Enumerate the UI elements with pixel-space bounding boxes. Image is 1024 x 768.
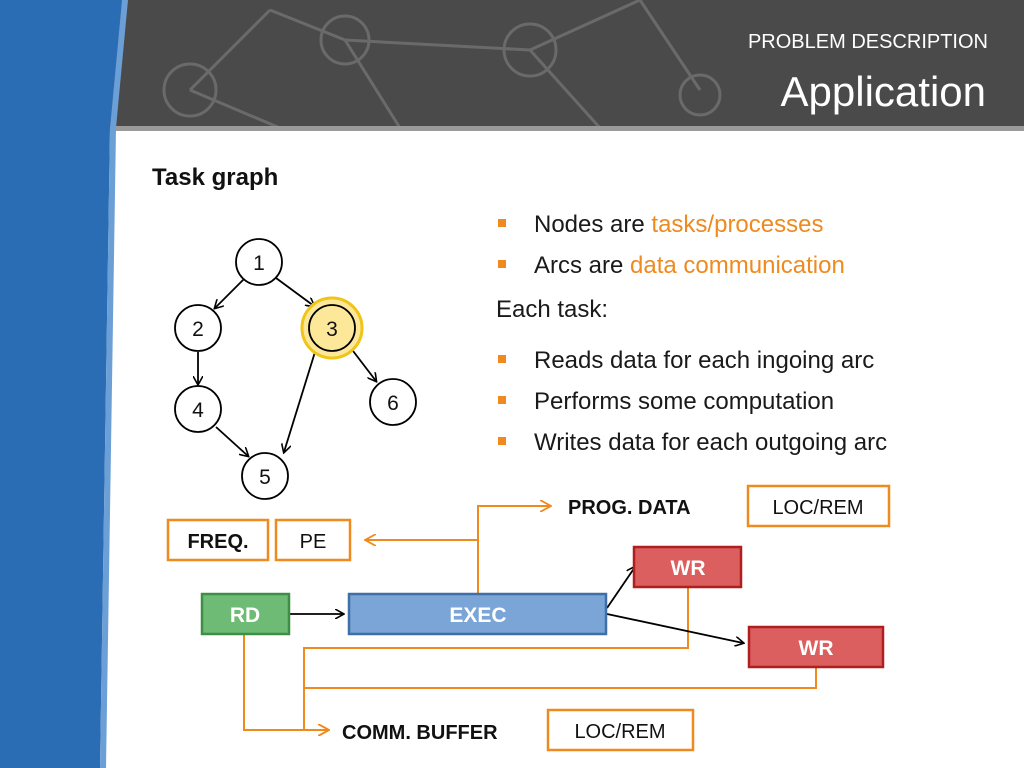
- edge-3-6: [349, 346, 376, 381]
- exec-box: EXEC: [347, 592, 608, 636]
- flow-connectors: [243, 506, 817, 730]
- svg-text:LOC/REM: LOC/REM: [772, 497, 863, 519]
- bullet-square-icon: [498, 396, 506, 404]
- edge-3-5: [284, 351, 316, 452]
- rd-to-comm-buffer-arrow: [243, 634, 328, 730]
- task-graph-title: Task graph: [152, 164, 279, 191]
- prog-data-loc-box: LOC/REM: [746, 484, 891, 528]
- node-3-highlighted: 3: [300, 296, 364, 360]
- left-sidebar: [0, 0, 128, 768]
- comm-buffer-label: COMM. BUFFER: [342, 722, 498, 744]
- exec-to-prog-data-arrow: [477, 506, 550, 593]
- svg-text:RD: RD: [230, 604, 260, 627]
- edge-1-3: [275, 277, 314, 306]
- freq-box: FREQ.: [166, 518, 270, 562]
- node-4: 4: [174, 385, 222, 433]
- edge-1-2: [215, 277, 246, 308]
- rd-box: RD: [200, 592, 291, 636]
- wr1-to-comm-buffer-arrow: [303, 587, 689, 730]
- svg-text:5: 5: [259, 466, 271, 489]
- task-graph-nodes: 1 2 3 4 5 6: [174, 238, 417, 500]
- header-network-decoration: [162, 0, 722, 130]
- bullet-square-icon: [498, 437, 506, 445]
- each-task-heading: Each task:: [496, 296, 609, 323]
- node-5: 5: [241, 452, 289, 500]
- wr2-to-comm-buffer-line: [304, 667, 817, 689]
- pe-box: PE: [274, 518, 352, 562]
- edge-4-5: [215, 426, 248, 456]
- graph-definition-list: Nodes are tasks/processes Arcs are data …: [496, 204, 845, 286]
- node-2: 2: [174, 304, 222, 352]
- svg-text:4: 4: [192, 399, 204, 422]
- wr-box-2: WR: [747, 625, 885, 669]
- svg-text:LOC/REM: LOC/REM: [574, 721, 665, 743]
- node-6: 6: [369, 378, 417, 426]
- bullet-reads: Reads data for each ingoing arc: [496, 340, 887, 381]
- bullet-square-icon: [498, 355, 506, 363]
- svg-text:6: 6: [387, 392, 399, 415]
- header-band: [110, 0, 1024, 131]
- section-label: PROBLEM DESCRIPTION: [748, 31, 988, 53]
- exec-to-wr2-arrow: [606, 613, 743, 643]
- exec-to-wr1-arrow: [606, 567, 635, 609]
- flow-black-arrows: [289, 567, 743, 643]
- svg-text:1: 1: [253, 252, 265, 275]
- bullet-performs: Performs some computation: [496, 381, 887, 422]
- prog-data-label: PROG. DATA: [568, 497, 691, 519]
- svg-text:FREQ.: FREQ.: [187, 531, 248, 553]
- wr-box-1: WR: [632, 545, 743, 589]
- slide-title: Application: [781, 68, 986, 115]
- bullet-arcs: Arcs are data communication: [496, 245, 845, 286]
- bullet-square-icon: [498, 260, 506, 268]
- svg-text:3: 3: [326, 318, 338, 341]
- bullet-writes: Writes data for each outgoing arc: [496, 422, 887, 463]
- svg-text:PE: PE: [300, 531, 327, 553]
- node-1: 1: [235, 238, 283, 286]
- svg-text:EXEC: EXEC: [449, 604, 506, 627]
- svg-text:2: 2: [192, 318, 204, 341]
- task-graph-edges: [198, 277, 376, 456]
- bullet-nodes: Nodes are tasks/processes: [496, 204, 845, 245]
- svg-text:WR: WR: [799, 637, 834, 660]
- svg-text:WR: WR: [671, 557, 706, 580]
- comm-buffer-loc-box: LOC/REM: [546, 708, 695, 752]
- bullet-square-icon: [498, 219, 506, 227]
- task-behaviour-list: Reads data for each ingoing arc Performs…: [496, 340, 887, 463]
